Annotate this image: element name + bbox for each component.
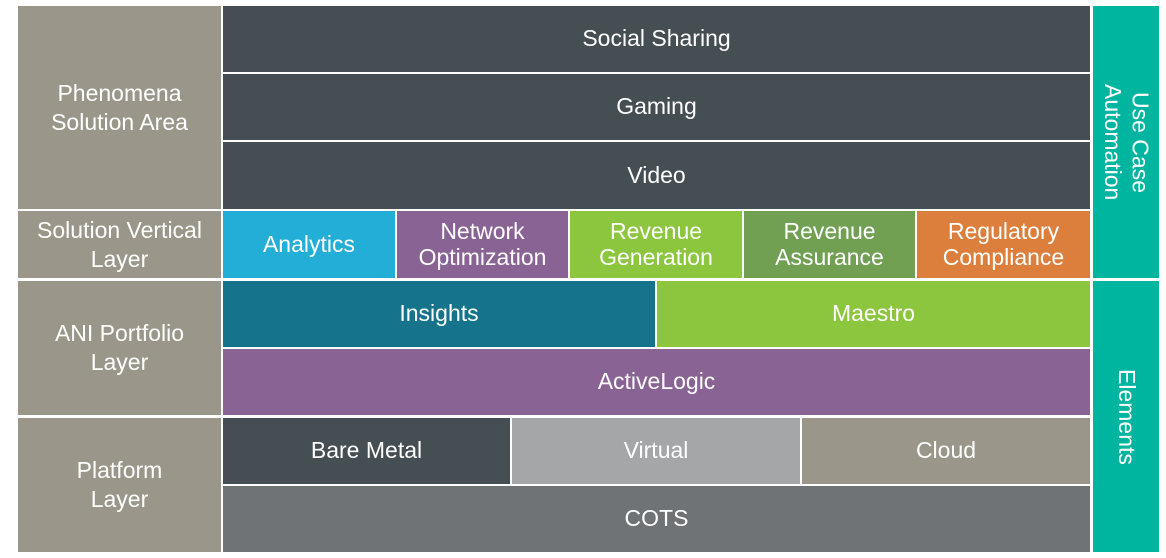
block-regulatory-compliance: Regulatory Compliance bbox=[917, 211, 1090, 278]
block-gaming-text: Gaming bbox=[616, 93, 697, 120]
block-cloud-text: Cloud bbox=[915, 437, 977, 464]
block-insights-text: Insights bbox=[399, 300, 479, 327]
block-network-optimization: Network Optimization bbox=[397, 211, 568, 278]
layer-label-phenomena: Phenomena Solution Area bbox=[18, 6, 221, 209]
block-regulatory-compliance-text: Regulatory Compliance bbox=[942, 217, 1065, 270]
block-activelogic-text: ActiveLogic bbox=[597, 368, 716, 395]
block-analytics-text: Analytics bbox=[262, 230, 356, 257]
side-use-case-automation: Use Case Automation bbox=[1093, 6, 1159, 278]
block-revenue-assurance-text: Revenue Assurance bbox=[775, 217, 884, 270]
block-revenue-generation: Revenue Generation bbox=[570, 211, 742, 278]
block-revenue-assurance: Revenue Assurance bbox=[744, 211, 915, 278]
block-maestro: Maestro bbox=[657, 281, 1090, 347]
side-use-case-automation-text: Use Case Automation bbox=[1100, 83, 1154, 201]
block-video: Video bbox=[223, 142, 1090, 209]
layer-label-ani-portfolio: ANI Portfolio Layer bbox=[18, 281, 221, 415]
side-elements: Elements bbox=[1093, 281, 1159, 552]
block-video-text: Video bbox=[627, 161, 686, 188]
layer-label-ani-portfolio-text: ANI Portfolio Layer bbox=[54, 320, 185, 375]
layer-label-solution-vertical-text: Solution Vertical Layer bbox=[37, 216, 202, 272]
layer-label-platform: Platform Layer bbox=[18, 418, 221, 552]
block-cloud: Cloud bbox=[802, 418, 1090, 484]
block-network-optimization-text: Network Optimization bbox=[418, 217, 547, 270]
block-bare-metal: Bare Metal bbox=[223, 418, 510, 484]
block-maestro-text: Maestro bbox=[831, 300, 916, 327]
block-gaming: Gaming bbox=[223, 74, 1090, 140]
block-analytics: Analytics bbox=[223, 211, 395, 278]
layer-label-platform-text: Platform Layer bbox=[76, 457, 163, 512]
block-social-sharing-text: Social Sharing bbox=[582, 25, 731, 52]
block-cots: COTS bbox=[223, 486, 1090, 552]
block-virtual: Virtual bbox=[512, 418, 800, 484]
layer-label-phenomena-text: Phenomena Solution Area bbox=[51, 79, 188, 135]
block-bare-metal-text: Bare Metal bbox=[310, 437, 423, 464]
block-social-sharing: Social Sharing bbox=[223, 6, 1090, 72]
side-elements-text: Elements bbox=[1113, 368, 1140, 465]
block-activelogic: ActiveLogic bbox=[223, 349, 1090, 415]
layer-label-solution-vertical: Solution Vertical Layer bbox=[18, 211, 221, 278]
block-cots-text: COTS bbox=[624, 505, 689, 532]
block-virtual-text: Virtual bbox=[623, 437, 689, 464]
block-revenue-generation-text: Revenue Generation bbox=[599, 217, 713, 270]
block-insights: Insights bbox=[223, 281, 655, 347]
